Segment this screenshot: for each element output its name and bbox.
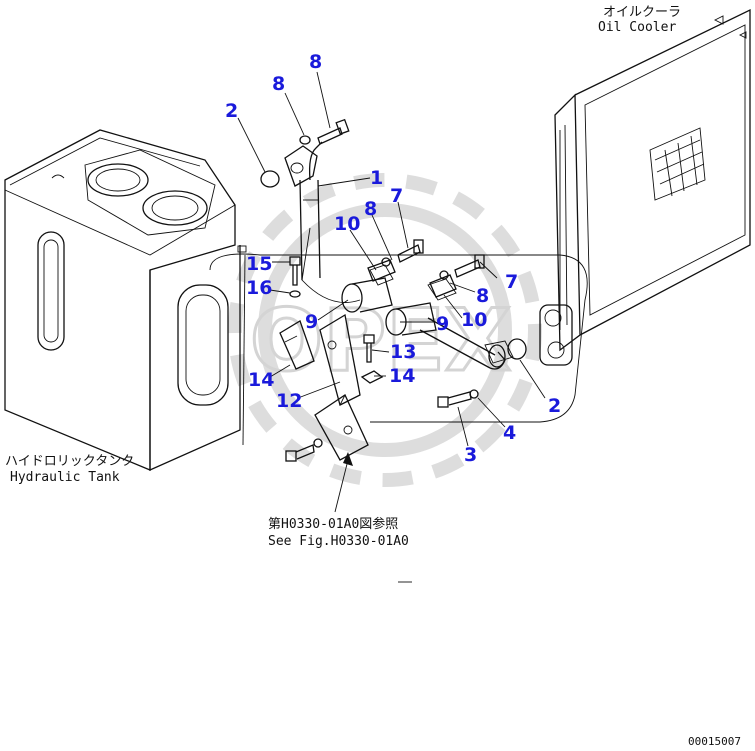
washer-16 (289, 290, 301, 298)
callout-9-right: 9 (436, 313, 449, 335)
callout-7-right: 7 (505, 271, 518, 293)
callout-4: 4 (503, 422, 516, 444)
oil-cooler-label-jp: オイルクーラ (603, 5, 681, 20)
frame-outline (209, 253, 588, 423)
o-ring-2-left (260, 170, 280, 188)
bolt-7-upper (381, 239, 424, 267)
bracket-10-right (429, 274, 457, 298)
nut-13 (360, 370, 384, 384)
callout-2-right: 2 (548, 395, 561, 417)
part-callouts: 2 8 8 1 7 8 10 15 16 9 7 8 9 10 13 14 14… (225, 51, 561, 466)
callout-7-upper: 7 (390, 185, 403, 207)
bracket-11 (314, 313, 369, 461)
hose-1 (284, 141, 361, 303)
callout-13: 14 (389, 365, 415, 387)
hydraulic-tank (4, 129, 247, 472)
callout-5: 8 (309, 51, 322, 73)
callout-16: 16 (246, 277, 272, 299)
o-ring-2-right (507, 338, 527, 360)
callout-10-upper: 10 (334, 213, 360, 235)
bolt-5 (299, 118, 350, 145)
clamp-14 (279, 320, 315, 370)
bolt-lower-left (285, 438, 323, 462)
callout-14: 14 (248, 369, 274, 391)
callout-1: 1 (370, 167, 383, 189)
callout-9-left: 9 (305, 311, 318, 333)
bolt-15 (289, 256, 301, 286)
callout-8-upper: 8 (364, 198, 377, 220)
see-fig-label-jp: 第H0330-01A0図参照 (268, 516, 398, 532)
callout-10-right: 10 (461, 309, 487, 331)
washer-4 (469, 389, 479, 399)
hydraulic-tank-label-jp: ハイドロリックタンク (5, 454, 134, 469)
oil-cooler (539, 8, 751, 366)
leader-lines (237, 71, 546, 447)
callout-6: 8 (272, 73, 285, 95)
callout-15: 15 (246, 253, 272, 275)
reference-arrow (334, 452, 353, 513)
oil-cooler-label-en: Oil Cooler (598, 20, 676, 35)
drawing-code: 00015007 (688, 735, 741, 748)
bolt-3 (437, 391, 472, 408)
callout-3: 3 (464, 444, 477, 466)
bolt-12 (363, 334, 375, 363)
callout-8-right: 8 (476, 285, 489, 307)
callout-2-left: 2 (225, 100, 238, 122)
hydraulic-tank-label-en: Hydraulic Tank (10, 470, 120, 485)
frame-outline-left (242, 254, 246, 446)
hose-right (419, 317, 514, 370)
bracket-10-left (367, 259, 396, 282)
see-fig-label-en: See Fig.H0330-01A0 (268, 534, 409, 549)
bolt-7-right (439, 254, 485, 280)
watermark-gear (228, 173, 542, 487)
callout-11: 12 (276, 390, 302, 412)
callout-12: 13 (390, 341, 416, 363)
